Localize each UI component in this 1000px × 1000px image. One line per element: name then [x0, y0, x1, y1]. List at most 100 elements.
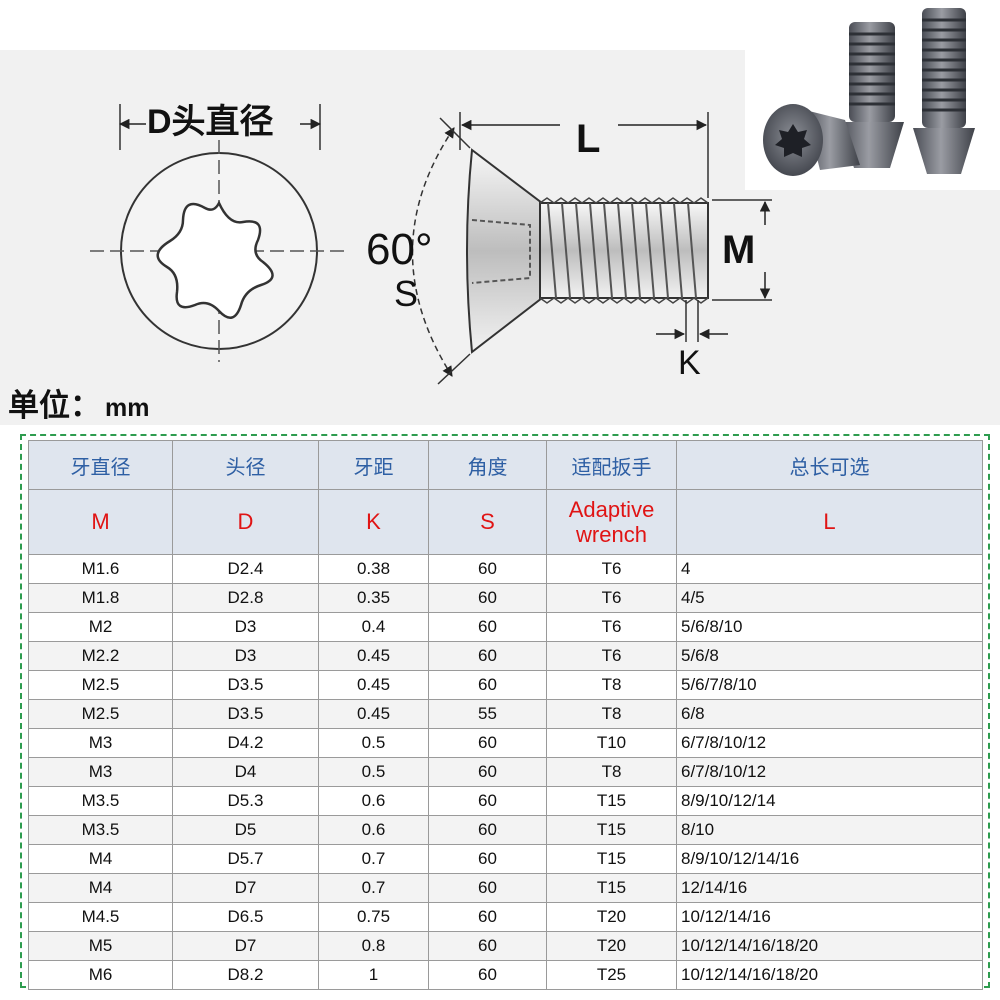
cell-head-diameter: D6.5 — [172, 902, 319, 932]
cell-thread-diameter: M4 — [28, 844, 173, 874]
cell-thread-diameter: M2.2 — [28, 641, 173, 671]
cell-wrench: T25 — [546, 960, 677, 990]
cell-length: 5/6/8/10 — [676, 612, 983, 642]
cell-pitch: 0.6 — [318, 815, 429, 845]
screw-side-view — [411, 112, 772, 385]
cell-head-diameter: D5 — [172, 815, 319, 845]
cell-head-diameter: D4.2 — [172, 728, 319, 758]
header-cn-head-diameter: 头径 — [172, 440, 319, 490]
cell-thread-diameter: M3.5 — [28, 786, 173, 816]
cell-wrench: T8 — [546, 757, 677, 787]
cell-wrench: T15 — [546, 786, 677, 816]
cell-angle: 60 — [428, 960, 547, 990]
cell-wrench: T15 — [546, 844, 677, 874]
cell-angle: 60 — [428, 757, 547, 787]
product-photo — [745, 0, 1000, 190]
cell-wrench: T20 — [546, 902, 677, 932]
cell-thread-diameter: M3 — [28, 757, 173, 787]
cell-angle: 60 — [428, 670, 547, 700]
cell-pitch: 0.7 — [318, 873, 429, 903]
spec-table: 牙直径 头径 牙距 角度 适配扳手 总长可选 M D K S Adaptive … — [28, 440, 983, 990]
cell-thread-diameter: M3.5 — [28, 815, 173, 845]
header-cn-wrench: 适配扳手 — [546, 440, 677, 490]
cell-pitch: 0.5 — [318, 757, 429, 787]
cell-length: 4 — [676, 554, 983, 584]
cell-angle: 60 — [428, 873, 547, 903]
thread-diameter-label: M — [722, 228, 756, 272]
head-diameter-label: D头直径 — [147, 103, 274, 141]
cell-length: 12/14/16 — [676, 873, 983, 903]
header-en-wrench: Adaptive wrench — [546, 489, 677, 555]
cell-length: 8/9/10/12/14 — [676, 786, 983, 816]
cell-pitch: 0.8 — [318, 931, 429, 961]
cell-length: 5/6/8 — [676, 641, 983, 671]
cell-wrench: T6 — [546, 554, 677, 584]
cell-angle: 60 — [428, 583, 547, 613]
cell-length: 6/8 — [676, 699, 983, 729]
screw-drawing — [90, 104, 772, 385]
cell-length: 8/9/10/12/14/16 — [676, 844, 983, 874]
length-label: L — [576, 117, 601, 161]
cell-length: 10/12/14/16/18/20 — [676, 960, 983, 990]
cell-head-diameter: D3 — [172, 612, 319, 642]
cell-angle: 60 — [428, 786, 547, 816]
cell-head-diameter: D7 — [172, 873, 319, 903]
cell-thread-diameter: M2 — [28, 612, 173, 642]
cell-angle: 60 — [428, 931, 547, 961]
cell-length: 5/6/7/8/10 — [676, 670, 983, 700]
unit-value: mm — [105, 394, 150, 422]
cell-wrench: T6 — [546, 641, 677, 671]
cell-thread-diameter: M1.6 — [28, 554, 173, 584]
cell-thread-diameter: M5 — [28, 931, 173, 961]
cell-wrench: T20 — [546, 931, 677, 961]
cell-thread-diameter: M6 — [28, 960, 173, 990]
cell-pitch: 0.45 — [318, 670, 429, 700]
cell-head-diameter: D5.3 — [172, 786, 319, 816]
header-row-english: M D K S Adaptive wrench L — [28, 489, 983, 555]
cell-wrench: T15 — [546, 815, 677, 845]
cell-pitch: 0.45 — [318, 699, 429, 729]
cell-thread-diameter: M2.5 — [28, 670, 173, 700]
cell-pitch: 0.35 — [318, 583, 429, 613]
cell-wrench: T8 — [546, 699, 677, 729]
cell-pitch: 0.4 — [318, 612, 429, 642]
cell-head-diameter: D2.8 — [172, 583, 319, 613]
cell-pitch: 0.7 — [318, 844, 429, 874]
cell-head-diameter: D4 — [172, 757, 319, 787]
cell-pitch: 0.75 — [318, 902, 429, 932]
cell-pitch: 0.45 — [318, 641, 429, 671]
cell-length: 6/7/8/10/12 — [676, 728, 983, 758]
cell-angle: 60 — [428, 612, 547, 642]
pitch-label: K — [678, 344, 701, 382]
header-cn-pitch: 牙距 — [318, 440, 429, 490]
header-cn-length: 总长可选 — [676, 440, 983, 490]
cell-head-diameter: D3 — [172, 641, 319, 671]
cell-thread-diameter: M2.5 — [28, 699, 173, 729]
header-en-thread-diameter: M — [28, 489, 173, 555]
cell-wrench: T6 — [546, 583, 677, 613]
cell-length: 8/10 — [676, 815, 983, 845]
cell-angle: 60 — [428, 641, 547, 671]
header-en-length: L — [676, 489, 983, 555]
cell-length: 4/5 — [676, 583, 983, 613]
cell-wrench: T8 — [546, 670, 677, 700]
cell-angle: 55 — [428, 699, 547, 729]
screws-photo-illustration — [763, 8, 975, 176]
unit-label: 单位： — [8, 388, 101, 423]
cell-angle: 60 — [428, 554, 547, 584]
cell-pitch: 0.5 — [318, 728, 429, 758]
cell-thread-diameter: M1.8 — [28, 583, 173, 613]
